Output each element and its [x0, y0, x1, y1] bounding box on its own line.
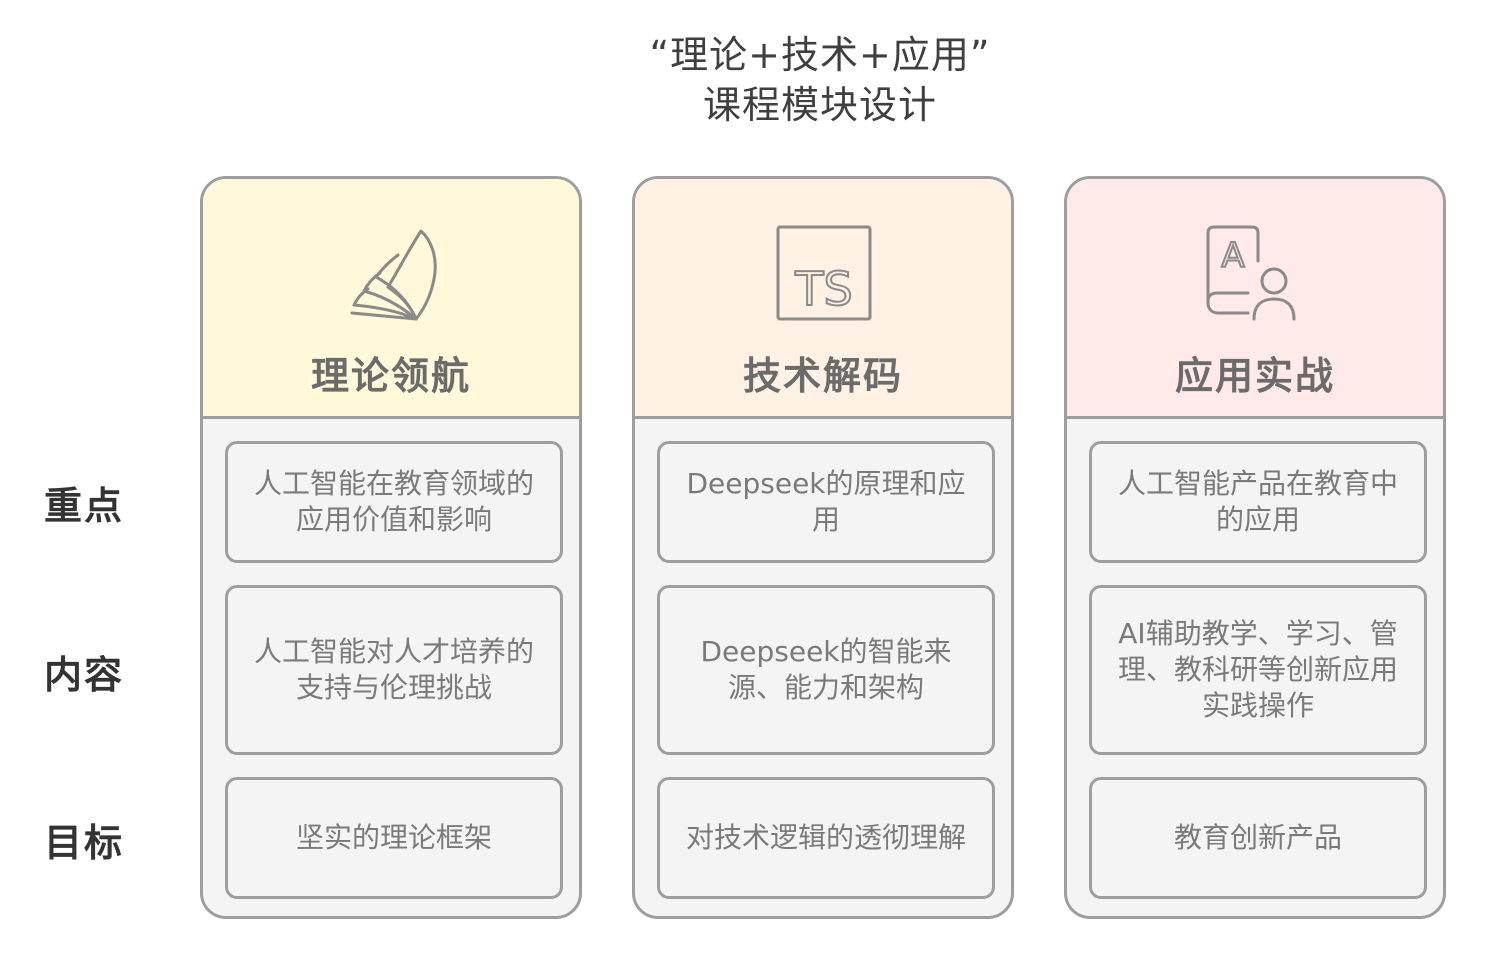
cell-goal: 坚实的理论框架: [225, 777, 563, 899]
cell-goal: 教育创新产品: [1089, 777, 1427, 899]
row-label-focus: 重点: [44, 484, 125, 528]
cell-content: Deepseek的智能来源、能力和架构: [657, 585, 995, 755]
typescript-icon-text: TS: [794, 262, 852, 316]
column-application: A 应用实战 人工智能产品在教育中的应用 AI辅助教学、学习、管理、教科研等创新…: [1064, 176, 1446, 919]
row-label-content: 内容: [44, 653, 125, 697]
learner-book-icon: A: [1206, 225, 1296, 321]
cell-goal: 对技术逻辑的透彻理解: [657, 777, 995, 899]
column-title: 理论领航: [310, 354, 471, 398]
diagram-title: “理论+技术+应用” 课程模块设计: [0, 30, 1504, 130]
column-header: 理论领航: [203, 179, 579, 419]
column-title: 技术解码: [742, 354, 903, 398]
open-book-icon: [350, 229, 437, 321]
cell-focus: 人工智能在教育领域的应用价值和影响: [225, 441, 563, 563]
column-header: TS 技术解码: [635, 179, 1011, 419]
column-theory: 理论领航 人工智能在教育领域的应用价值和影响 人工智能对人才培养的支持与伦理挑战…: [200, 176, 582, 919]
cell-content: 人工智能对人才培养的支持与伦理挑战: [225, 585, 563, 755]
cell-focus: 人工智能产品在教育中的应用: [1089, 441, 1427, 563]
cell-focus: Deepseek的原理和应用: [657, 441, 995, 563]
row-label-goal: 目标: [44, 821, 125, 865]
title-line-2: 课程模块设计: [702, 83, 937, 127]
cell-content: AI辅助教学、学习、管理、教科研等创新应用实践操作: [1089, 585, 1427, 755]
column-technology: TS 技术解码 Deepseek的原理和应用 Deepseek的智能来源、能力和…: [632, 176, 1014, 919]
column-title: 应用实战: [1174, 354, 1335, 398]
typescript-icon: TS: [776, 225, 872, 321]
column-header: A 应用实战: [1067, 179, 1443, 419]
learner-book-icon-text: A: [1221, 236, 1244, 276]
title-line-1: “理论+技术+应用”: [649, 33, 991, 77]
